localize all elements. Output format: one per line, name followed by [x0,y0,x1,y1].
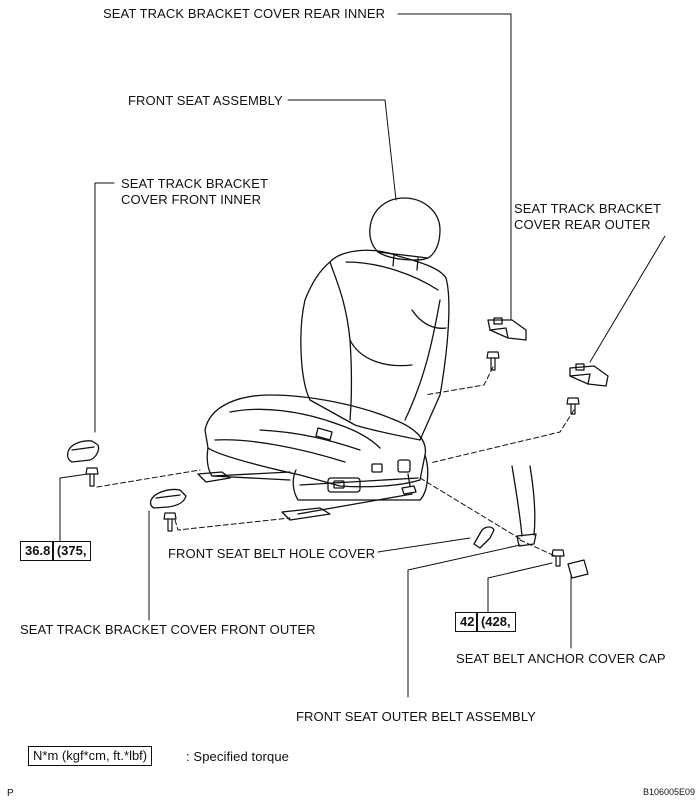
figure-code: B106005E09 [643,787,696,797]
dashed-lines [96,366,575,557]
leader-lines [59,13,666,698]
bolt-rear-inner [486,351,500,371]
leader-belt-hole-cover [377,537,471,553]
leader-rear-inner [397,13,512,321]
anchor-cover-cap [567,559,589,579]
label-outer-belt-assembly: FRONT SEAT OUTER BELT ASSEMBLY [296,709,536,724]
bracket-covers [66,317,609,549]
bolt-anchor [551,549,565,567]
leader-torque-left [59,473,89,542]
leader-outer-belt [407,544,521,698]
seat-track-inner [197,471,291,483]
torque-left-value: 36.8 [25,543,51,558]
backrest [300,249,450,441]
seat-switch-2 [371,463,383,473]
bolts [85,351,580,567]
leader-front-inner [94,182,115,433]
corner-mark: P [7,788,14,799]
label-rear-outer-2: COVER REAR OUTER [514,217,651,232]
leader-rear-outer [589,235,666,363]
cover-front-outer [149,488,187,509]
leader-torque-right [487,562,553,613]
seat-track-outer [281,493,413,521]
label-front-inner-1: SEAT TRACK BRACKET [121,176,269,191]
dash-front-inner [96,469,201,488]
label-rear-inner: SEAT TRACK BRACKET COVER REAR INNER [103,6,386,21]
cover-front-inner [66,440,100,463]
label-front-inner-2: COVER FRONT INNER [121,192,262,207]
label-rear-outer-1: SEAT TRACK BRACKET [514,201,662,216]
belt-hole-cover [473,526,495,549]
side-panel [292,454,429,501]
label-belt-hole-cover: FRONT SEAT BELT HOLE COVER [168,546,376,561]
torque-left-paren: (375, [56,543,87,558]
label-front-seat-assembly: FRONT SEAT ASSEMBLY [128,93,283,108]
dash-rear-inner [424,366,494,396]
legend-units-box: N*m (kgf*cm, ft.*lbf) [28,746,153,766]
front-seat [197,197,450,521]
torque-badge-left: 36.8 (375, [20,541,92,561]
bolt-front-outer [163,512,177,532]
seat-switch [327,477,361,493]
leader-front-seat-assembly [287,99,397,201]
bolt-rear-outer [566,397,580,415]
dash-belt [419,477,523,541]
torque-right-paren: (428, [480,614,511,629]
dash-front-outer [174,517,291,531]
label-anchor-cover-cap: SEAT BELT ANCHOR COVER CAP [456,651,666,666]
dash-anchor [519,539,556,557]
dash-rear-outer [429,409,575,464]
label-front-outer: SEAT TRACK BRACKET COVER FRONT OUTER [20,622,316,637]
torque-right-value: 42 [460,614,475,629]
bolt-front-inner [85,467,99,487]
seat-cushion [204,394,427,488]
torque-badge-right: 42 (428, [455,612,516,632]
outer-belt [511,465,537,547]
legend-text: : Specified torque [186,749,289,764]
headrest [369,197,441,259]
